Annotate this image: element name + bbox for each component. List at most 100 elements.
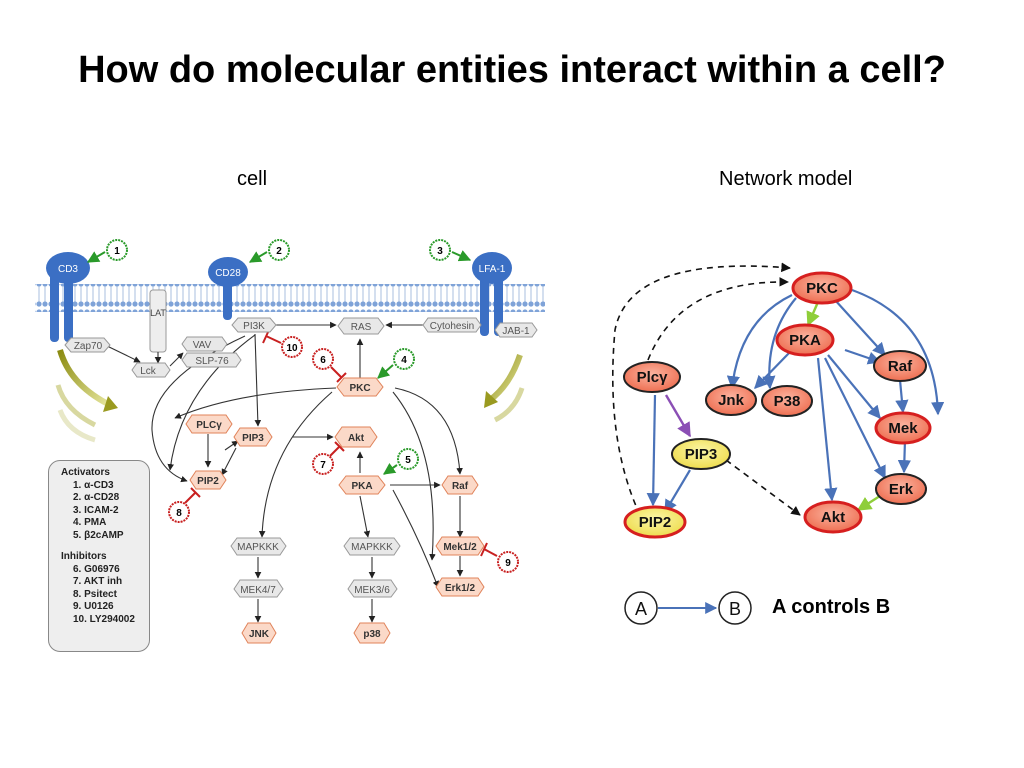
node-slp76: SLP-76 bbox=[181, 352, 242, 368]
svg-text:4: 4 bbox=[401, 355, 407, 366]
svg-text:6: 6 bbox=[320, 355, 326, 366]
cd28-label: CD28 bbox=[215, 268, 241, 279]
svg-text:Akt: Akt bbox=[821, 509, 845, 526]
svg-text:PIP2: PIP2 bbox=[197, 476, 219, 487]
svg-text:p38: p38 bbox=[363, 629, 381, 640]
node-plcg: PLCγ bbox=[185, 414, 233, 434]
svg-text:PLCγ: PLCγ bbox=[196, 420, 222, 431]
net-node-akt: Akt bbox=[803, 500, 863, 534]
cd3-label: CD3 bbox=[58, 264, 78, 275]
node-vav: VAV bbox=[181, 336, 228, 352]
stimulus-1-badge: 1 bbox=[86, 239, 128, 263]
node-pka: PKA bbox=[338, 475, 386, 495]
svg-text:PKC: PKC bbox=[349, 383, 370, 394]
svg-text:2: 2 bbox=[276, 246, 282, 257]
node-ras: RAS bbox=[337, 317, 385, 335]
lat-protein bbox=[149, 289, 167, 353]
net-node-p38: P38 bbox=[761, 385, 813, 417]
net-node-pip3: PIP3 bbox=[671, 438, 731, 470]
legend-caption: A controls B bbox=[772, 596, 891, 618]
inhibitor-9-badge: 9 bbox=[480, 542, 519, 573]
network-model-diagram: PKC PKA Plcγ PIP3 PIP2 Jnk P38 Raf Mek E… bbox=[611, 262, 945, 539]
stimulus-4-badge: 4 bbox=[377, 348, 415, 379]
stimulus-3-badge: 3 bbox=[429, 239, 472, 262]
activator-item: 3. ICAM-2 bbox=[73, 504, 119, 516]
cd28-receptor: CD28 bbox=[208, 257, 248, 320]
svg-text:Raf: Raf bbox=[888, 358, 913, 375]
network-green-edge-pkc-pka bbox=[806, 301, 820, 327]
svg-text:1: 1 bbox=[114, 246, 120, 257]
legend-node-b bbox=[718, 591, 752, 625]
svg-text:10: 10 bbox=[286, 343, 298, 354]
svg-text:RAS: RAS bbox=[351, 322, 372, 333]
net-node-pkc: PKC bbox=[791, 271, 853, 305]
net-node-plcg: Plcγ bbox=[623, 361, 681, 393]
gray-nodes: Zap70 Lck VAV SLP-76 PI3K RAS Cytohesin … bbox=[64, 317, 538, 598]
net-node-jnk: Jnk bbox=[705, 384, 757, 416]
cd3-receptor: CD3 bbox=[46, 252, 90, 342]
inhibitor-item: 6. G06976 bbox=[73, 563, 120, 575]
svg-text:JAB-1: JAB-1 bbox=[502, 326, 530, 337]
node-akt: Akt bbox=[334, 426, 378, 448]
svg-text:MAPKKK: MAPKKK bbox=[237, 542, 279, 553]
activator-item: 5. β2cAMP bbox=[73, 529, 124, 541]
page-title: How do molecular entities interact withi… bbox=[78, 49, 946, 91]
activator-item: 4. PMA bbox=[73, 517, 107, 528]
net-node-mek: Mek bbox=[874, 411, 932, 445]
net-node-erk: Erk bbox=[875, 473, 927, 505]
svg-text:SLP-76: SLP-76 bbox=[195, 356, 229, 367]
activator-item: 1. α-CD3 bbox=[73, 479, 114, 491]
svg-text:Cytohesin: Cytohesin bbox=[430, 321, 474, 332]
svg-text:Plcγ: Plcγ bbox=[637, 369, 669, 386]
edge-legend: A B bbox=[624, 591, 752, 625]
cell-diagram: CD3 CD28 LFA-1 LAT 1 2 3 4 5 bbox=[35, 239, 545, 644]
network-blue-edges bbox=[646, 288, 945, 514]
svg-text:Lck: Lck bbox=[140, 366, 157, 377]
svg-text:Mek: Mek bbox=[888, 420, 918, 437]
svg-text:PKC: PKC bbox=[806, 280, 838, 297]
node-p38: p38 bbox=[353, 622, 391, 644]
svg-text:Zap70: Zap70 bbox=[74, 341, 103, 352]
net-node-raf: Raf bbox=[873, 350, 927, 382]
inhibitor-item: 8. Psitect bbox=[73, 588, 117, 600]
node-mek3-6: MEK3/6 bbox=[347, 579, 398, 598]
node-pip2: PIP2 bbox=[189, 470, 227, 490]
svg-text:PIP2: PIP2 bbox=[639, 514, 672, 531]
svg-text:Akt: Akt bbox=[348, 433, 365, 444]
stimulus-5-badge: 5 bbox=[383, 448, 419, 475]
svg-text:7: 7 bbox=[320, 460, 326, 471]
stimulus-2-badge: 2 bbox=[248, 239, 290, 263]
legend-a-label: A bbox=[635, 599, 647, 619]
signal-arrows-left bbox=[55, 349, 118, 443]
legend-node-a bbox=[624, 591, 658, 625]
net-node-pka: PKA bbox=[775, 323, 835, 357]
svg-text:P38: P38 bbox=[774, 393, 801, 410]
legend-b-label: B bbox=[729, 599, 741, 619]
node-mapkkk-2: MAPKKK bbox=[343, 537, 401, 556]
network-dashed-edges bbox=[611, 262, 801, 516]
svg-text:Raf: Raf bbox=[452, 481, 469, 492]
activators-title: Activators bbox=[61, 467, 110, 478]
node-jnk: JNK bbox=[241, 622, 277, 644]
inhibitor-item: 9. U0126 bbox=[73, 601, 114, 612]
node-mek1-2: Mek1/2 bbox=[435, 536, 485, 556]
inhibitor-10-badge: 10 bbox=[262, 329, 303, 358]
node-jab1: JAB-1 bbox=[494, 322, 538, 338]
node-erk1-2: Erk1/2 bbox=[435, 577, 485, 597]
svg-text:PKA: PKA bbox=[789, 332, 821, 349]
svg-text:Jnk: Jnk bbox=[718, 392, 745, 409]
lfa1-label: LFA-1 bbox=[479, 264, 506, 275]
node-pkc: PKC bbox=[336, 377, 384, 397]
svg-text:MEK3/6: MEK3/6 bbox=[354, 585, 390, 596]
treatment-legend-box: Activators 1. α-CD3 2. α-CD28 3. ICAM-2 … bbox=[48, 460, 150, 652]
signal-arrows-right bbox=[484, 354, 525, 423]
inhibitor-6-badge: 6 bbox=[312, 348, 347, 383]
inhibitors-title: Inhibitors bbox=[61, 551, 107, 562]
lat-label: LAT bbox=[150, 308, 166, 318]
svg-text:MEK4/7: MEK4/7 bbox=[240, 585, 276, 596]
inhibitor-8-badge: 8 bbox=[168, 487, 201, 523]
svg-text:JNK: JNK bbox=[249, 629, 270, 640]
network-model-label: Network model bbox=[719, 168, 853, 190]
net-node-pip2: PIP2 bbox=[623, 505, 687, 539]
node-mapkkk-1: MAPKKK bbox=[230, 537, 287, 556]
